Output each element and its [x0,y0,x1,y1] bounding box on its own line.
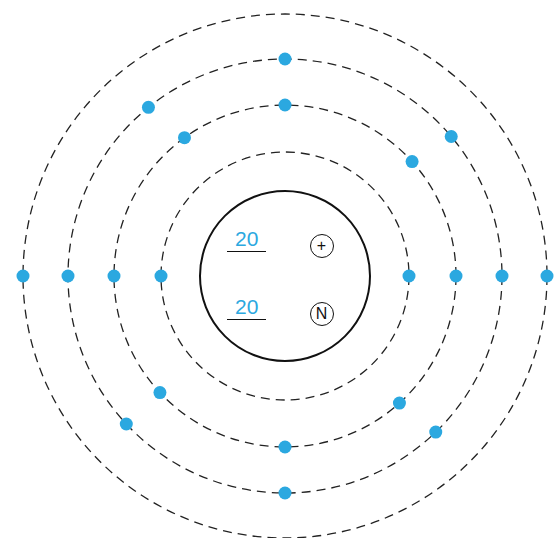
nucleus: 20 20 + N [199,190,371,362]
particle-symbol: N [310,302,334,326]
count-number: 20 [227,227,266,252]
electron-shell [161,152,409,400]
electron [108,270,121,283]
electron-shell [68,59,502,493]
particle-symbol: + [310,234,334,258]
particle-sign: N [316,306,328,322]
electron [62,270,75,283]
electron [450,270,463,283]
electron [142,101,155,114]
electron [155,270,168,283]
electron-shell [23,14,547,538]
electron [279,441,292,454]
electron [541,270,554,283]
electron-shell [114,105,456,447]
electron [153,386,166,399]
electron [279,99,292,112]
electron [403,270,416,283]
electron [393,397,406,410]
particle-sign: + [317,238,326,254]
electron [279,53,292,66]
count-number: 20 [227,295,266,320]
electron [429,426,442,439]
electron [17,270,30,283]
electron [120,417,133,430]
electron [406,155,419,168]
electron [445,130,458,143]
electron [496,270,509,283]
electron [178,131,191,144]
electron [279,487,292,500]
